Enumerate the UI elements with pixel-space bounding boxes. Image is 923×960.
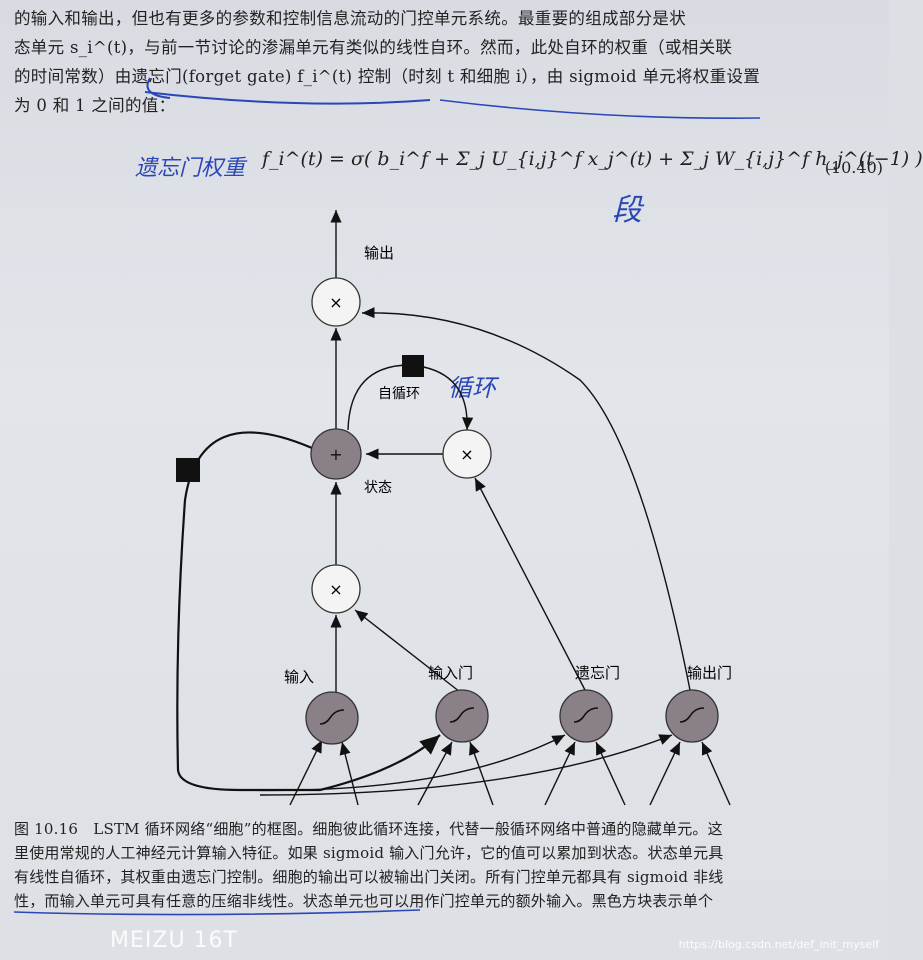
- lstm-diagram: × + × × 输出 自循环: [176, 210, 732, 806]
- paragraph-line-4: 为 0 和 1 之间的值：: [14, 96, 176, 115]
- delay-square-loop: [402, 355, 424, 377]
- sigmoid-icon: [679, 707, 705, 723]
- node-output-gate: [665, 689, 719, 743]
- paragraph-line-1: 的输入和输出，但也有更多的参数和控制信息流动的门控单元系统。最重要的组成部分是状: [14, 9, 686, 28]
- node-input-mult: ×: [311, 564, 361, 614]
- arrow-in-7: [649, 741, 681, 806]
- label-state: 状态: [364, 480, 392, 496]
- camera-watermark: MEIZU 16T: [110, 928, 238, 953]
- feedback-loop-output-gate: [259, 734, 673, 796]
- label-input: 输入: [284, 668, 314, 686]
- arrow-in-8: [701, 741, 731, 806]
- handwritten-note-weight: 遗忘门权重: [135, 156, 246, 181]
- sigmoid-icon: [449, 707, 475, 723]
- underline-sigmoid: [439, 99, 761, 119]
- sigmoid-icon: [319, 709, 345, 725]
- caption-line-2: 里使用常规的人工神经元计算输入特征。如果 sigmoid 输入门允许，它的值可以…: [14, 844, 724, 862]
- handwritten-note-loop: 循环: [448, 374, 496, 402]
- sigmoid-icon: [573, 707, 599, 723]
- url-watermark: https://blog.csdn.net/def_init_myself: [678, 938, 879, 951]
- node-input-gate: [435, 689, 489, 743]
- handwritten-note-segment: 段: [612, 193, 642, 228]
- arrow-in-6: [595, 741, 626, 806]
- label-output: 输出: [364, 244, 394, 262]
- label-forget-gate: 遗忘门: [575, 664, 620, 682]
- mult-symbol-loop: ×: [460, 445, 473, 464]
- mult-symbol-input: ×: [329, 580, 342, 599]
- node-state-plus: +: [310, 428, 362, 480]
- node-forget-gate: [559, 689, 613, 743]
- caption-line-1: 图 10.16 LSTM 循环网络“细胞”的框图。细胞彼此循环连接，代替一般循环…: [14, 820, 723, 838]
- label-output-gate: 输出门: [687, 664, 732, 682]
- arrow-in-2: [339, 741, 359, 806]
- mult-symbol-output: ×: [329, 293, 342, 312]
- underline-caption: [13, 909, 421, 916]
- caption-line-4: 性，而输入单元可具有任意的压缩非线性。状态单元也可以用作门控单元的额外输入。黑色…: [14, 892, 714, 910]
- arrow-in-3: [417, 741, 453, 806]
- caption-marks: [13, 909, 421, 916]
- arrow-forget-gate: [474, 477, 586, 691]
- label-self-loop: 自循环: [378, 386, 420, 402]
- paragraph-line-3: 的时间常数）由遗忘门(forget gate) f_i^(t) 控制（时刻 t …: [14, 67, 761, 86]
- underline-forget-gate: [144, 91, 431, 105]
- equation: f_i^(t) = σ( b_i^f + Σ_j U_{i,j}^f x_j^(…: [262, 148, 923, 170]
- arrow-output-gate: [361, 307, 691, 691]
- paragraph-line-2: 态单元 s_i^(t)，与前一节讨论的渗漏单元有类似的线性自环。然而，此处自环的…: [14, 38, 733, 57]
- arrow-in-4: [469, 741, 494, 806]
- arrow-in-1: [289, 739, 323, 806]
- handwritten-marks: [144, 77, 761, 119]
- feedback-loop-forget-gate: [239, 734, 566, 792]
- delay-square-feedback: [176, 458, 200, 482]
- label-input-gate: 输入门: [428, 664, 473, 682]
- equation-number: (10.40): [824, 158, 883, 177]
- circle-mark-forget-gate: [146, 77, 171, 99]
- caption-line-3: 有线性自循环，其权重由遗忘门控制。细胞的输出可以被输出门关闭。所有门控单元都具有…: [14, 868, 724, 886]
- plus-symbol-state: +: [329, 445, 342, 464]
- node-input-unit: [305, 691, 359, 745]
- node-output-mult: ×: [311, 277, 361, 327]
- arrow-in-5: [544, 741, 576, 806]
- feedback-loop-input-gate: [176, 431, 441, 792]
- arrow-input-gate: [354, 609, 461, 693]
- node-loop-mult: ×: [442, 429, 492, 479]
